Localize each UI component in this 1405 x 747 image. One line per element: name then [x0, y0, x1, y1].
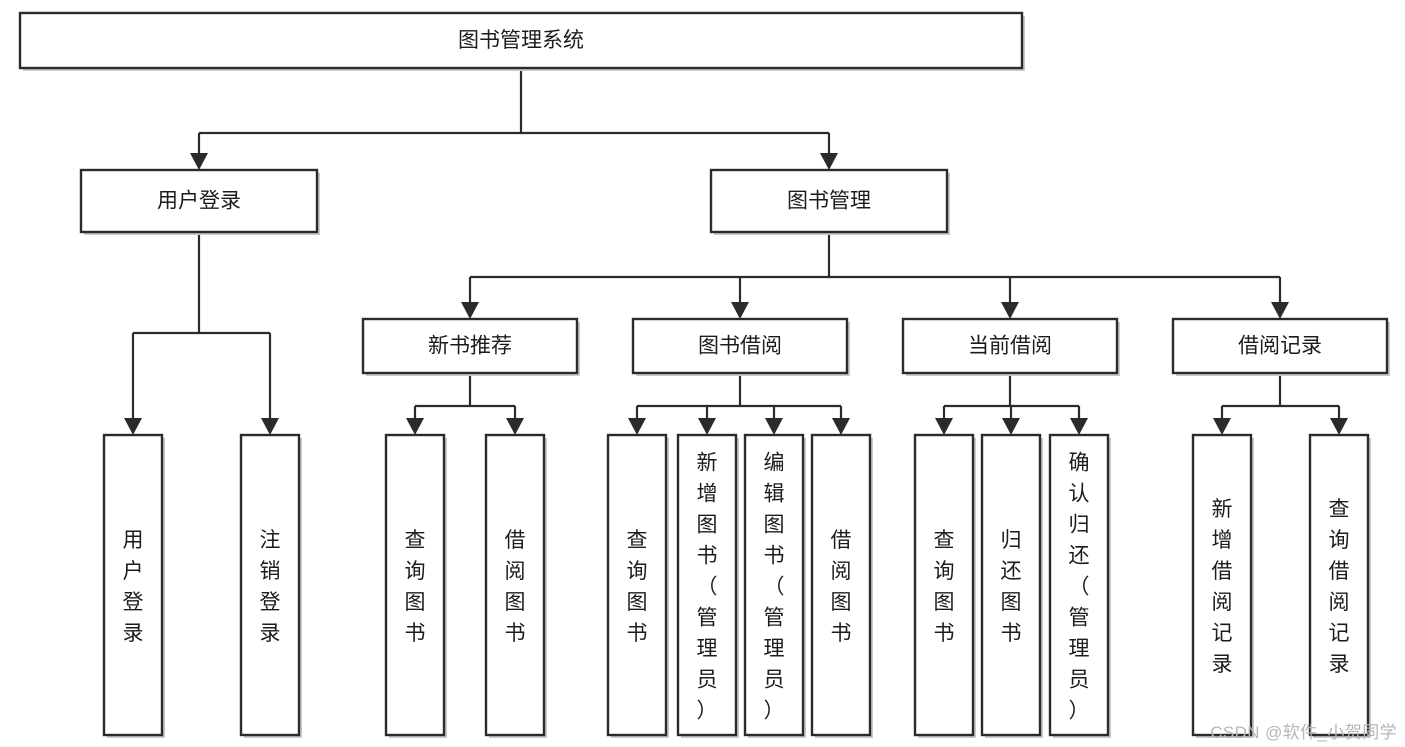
node-new-book-rec-label: 新书推荐 [428, 335, 512, 358]
node-leaf-user-logout-label: 注销登录 [260, 529, 281, 645]
node-leaf-query-book-3-label: 查询图书 [934, 529, 955, 645]
node-current-borrow[interactable]: 当前借阅 [901, 317, 1120, 376]
node-current-borrow-label: 当前借阅 [968, 335, 1052, 358]
node-leaf-user-login[interactable]: 用户登录 [102, 433, 165, 738]
new-book-rec-to-leaves-arrow-1 [506, 418, 524, 435]
book-borrow-to-leaves-arrow-0 [628, 418, 646, 435]
book-borrow-to-leaves-arrow-2 [765, 418, 783, 435]
new-book-rec-to-leaves-arrow-0 [406, 418, 424, 435]
node-leaf-query-book-2[interactable]: 查询图书 [606, 433, 669, 738]
node-leaf-user-login-label: 用户登录 [123, 529, 144, 645]
node-leaf-query-book-3[interactable]: 查询图书 [913, 433, 976, 738]
nodes-layer: 图书管理系统用户登录图书管理新书推荐图书借阅当前借阅借阅记录用户登录注销登录查询… [18, 11, 1390, 738]
node-borrow-record[interactable]: 借阅记录 [1171, 317, 1390, 376]
node-new-book-rec[interactable]: 新书推荐 [361, 317, 580, 376]
node-leaf-edit-book[interactable]: 编辑图书（管理员） [743, 433, 806, 738]
node-leaf-return-book-label: 归还图书 [1001, 529, 1022, 645]
node-leaf-add-record[interactable]: 新增借阅记录 [1191, 433, 1254, 738]
node-leaf-add-book-label: 新增图书（管理员） [697, 452, 718, 723]
node-leaf-add-book[interactable]: 新增图书（管理员） [676, 433, 739, 738]
node-leaf-borrow-book-1-label: 借阅图书 [505, 529, 526, 645]
node-leaf-query-book-1[interactable]: 查询图书 [384, 433, 447, 738]
node-leaf-return-book[interactable]: 归还图书 [980, 433, 1043, 738]
node-leaf-query-record[interactable]: 查询借阅记录 [1308, 433, 1371, 738]
node-user-login[interactable]: 用户登录 [79, 168, 320, 235]
book-manage-to-level3-arrow-2 [1001, 302, 1019, 319]
node-root[interactable]: 图书管理系统 [18, 11, 1025, 71]
current-borrow-to-leaves-arrow-1 [1002, 418, 1020, 435]
book-borrow-to-leaves-arrow-1 [698, 418, 716, 435]
book-borrow-to-leaves-arrow-3 [832, 418, 850, 435]
node-leaf-add-record-label: 新增借阅记录 [1212, 498, 1233, 676]
watermark-text: CSDN @软件_小贺同学 [1210, 723, 1397, 742]
book-manage-to-level3-arrow-1 [731, 302, 749, 319]
book-manage-to-level3-arrow-3 [1271, 302, 1289, 319]
borrow-record-to-leaves-arrow-0 [1213, 418, 1231, 435]
root-to-level2-arrow-1 [820, 153, 838, 170]
current-borrow-to-leaves-arrow-2 [1070, 418, 1088, 435]
node-book-manage[interactable]: 图书管理 [709, 168, 950, 235]
borrow-record-to-leaves-arrow-1 [1330, 418, 1348, 435]
node-leaf-confirm-return[interactable]: 确认归还（管理员） [1048, 433, 1111, 738]
node-book-borrow[interactable]: 图书借阅 [631, 317, 850, 376]
node-leaf-borrow-book-2-label: 借阅图书 [831, 529, 852, 645]
node-book-borrow-label: 图书借阅 [698, 335, 782, 358]
node-leaf-confirm-return-label: 确认归还（管理员） [1069, 452, 1090, 723]
node-user-login-label: 用户登录 [157, 190, 241, 213]
root-to-level2-arrow-0 [190, 153, 208, 170]
node-root-label: 图书管理系统 [458, 29, 584, 52]
book-manage-to-level3-arrow-0 [461, 302, 479, 319]
user-login-to-leaves-arrow-1 [261, 418, 279, 435]
node-leaf-borrow-book-2[interactable]: 借阅图书 [810, 433, 873, 738]
node-book-manage-label: 图书管理 [787, 190, 871, 213]
node-leaf-query-book-2-label: 查询图书 [627, 529, 648, 645]
node-leaf-user-logout[interactable]: 注销登录 [239, 433, 302, 738]
edges-layer [124, 68, 1348, 435]
node-borrow-record-label: 借阅记录 [1238, 335, 1322, 358]
node-leaf-query-book-1-label: 查询图书 [405, 529, 426, 645]
node-leaf-query-record-label: 查询借阅记录 [1329, 498, 1350, 676]
node-leaf-borrow-book-1[interactable]: 借阅图书 [484, 433, 547, 738]
user-login-to-leaves-arrow-0 [124, 418, 142, 435]
node-leaf-edit-book-label: 编辑图书（管理员） [764, 452, 785, 723]
current-borrow-to-leaves-arrow-0 [935, 418, 953, 435]
